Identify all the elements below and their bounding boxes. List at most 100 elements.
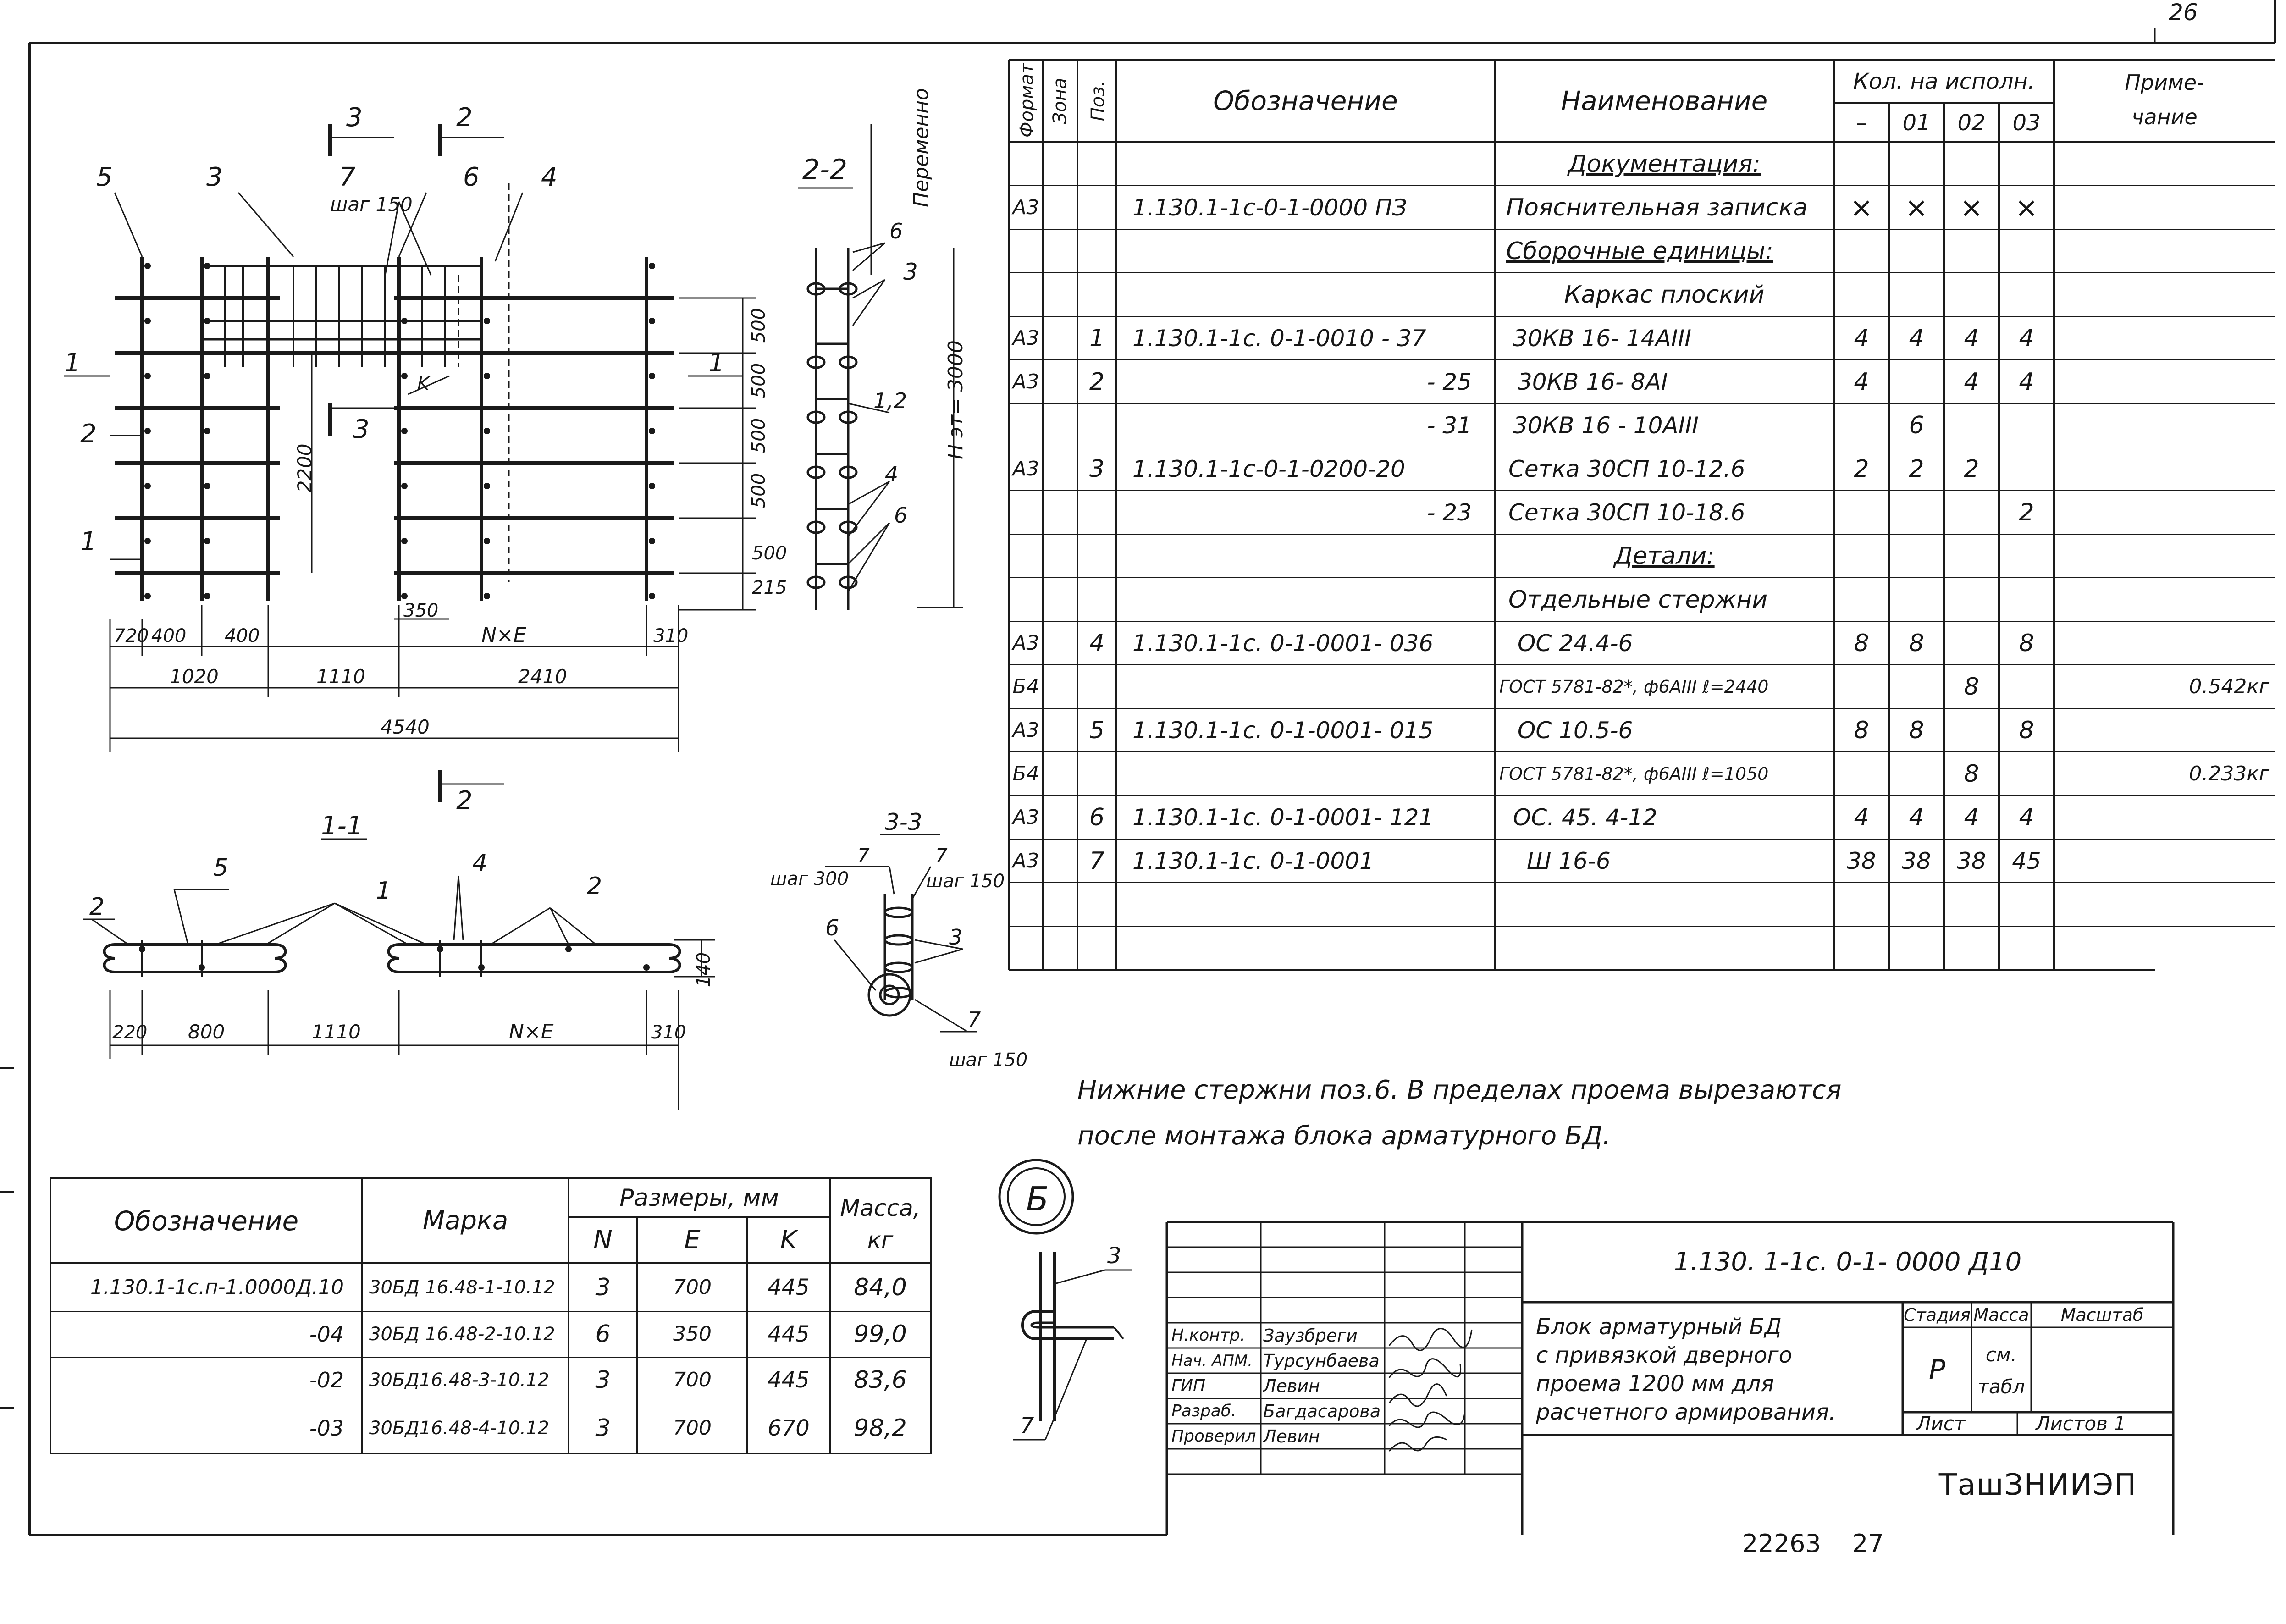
spec-row-q3: 2 [2019, 498, 2034, 526]
spec-row-name: ГОСТ 5781-82*, ф6АIII ℓ=1050 [1499, 763, 1769, 784]
spec-row-designation: 1.130.1-1с. 0-1-0010 - 37 [1132, 325, 1426, 352]
spec-row-name: 30КВ 16- 14АIII [1513, 325, 1691, 352]
spec-row-q0: 4 [1854, 368, 1869, 396]
pos-3-label: 3 [206, 162, 223, 192]
dim-400-a: 400 [151, 625, 186, 646]
sheet-label: Лист [1916, 1412, 1966, 1435]
spec-row-name: ОС 10.5-6 [1518, 717, 1633, 744]
document-code: 1.130. 1-1с. 0-1- 0000 Д10 [1673, 1247, 2022, 1277]
spec-row-q2: 4 [1964, 803, 1979, 831]
sizes-row-mark: 30БД16.48-4-10.12 [369, 1418, 549, 1439]
sizes-header-mark: Марка [422, 1205, 508, 1236]
sizes-row-n: 6 [595, 1320, 611, 1348]
spec-row-q1: × [1905, 191, 1928, 224]
mass-value-2: табл [1977, 1375, 2025, 1398]
title-role: ГИП [1171, 1376, 1206, 1395]
sizes-row-mass: 99,0 [854, 1320, 907, 1348]
sec33-step-300: шаг 300 [770, 868, 849, 889]
spec-row-name: Детали: [1614, 542, 1715, 570]
document-title-line-4: расчетного армирования. [1536, 1399, 1836, 1425]
spec-row-q2: 4 [1964, 324, 1979, 352]
sec33-pos-6: 6 [825, 915, 839, 941]
sec11-dim-800: 800 [188, 1021, 225, 1043]
step-150-label: шаг 150 [330, 193, 413, 215]
section-1-left-label: 1 [64, 348, 81, 378]
spec-row-q1: 4 [1909, 324, 1924, 352]
section-1-right-label: 1 [708, 348, 725, 378]
spec-row-q2: × [1960, 191, 1983, 224]
detail-b-pos-3: 3 [1107, 1243, 1121, 1269]
sizes-row-k: 445 [768, 1274, 810, 1300]
sec33-pos-7a: 7 [857, 844, 870, 867]
dim-350: 350 [403, 600, 438, 621]
spec-header-designation: Обозначение [1213, 85, 1398, 116]
spec-row-format: А3 [1012, 718, 1039, 742]
pos-1-left-label: 1 [80, 527, 97, 557]
spec-header-q0: – [1856, 110, 1867, 136]
sizes-row-designation: -02 [309, 1368, 344, 1392]
spec-row-q2: 8 [1964, 673, 1979, 701]
k-dimension-label: K [417, 373, 431, 394]
sec11-dim-220: 220 [112, 1022, 147, 1043]
spec-row-q3: 4 [2019, 368, 2034, 396]
document-title-line-1: Блок арматурный БД [1536, 1314, 1782, 1340]
spec-row-name: Ш 16-6 [1527, 847, 1611, 874]
spec-row-format: А3 [1012, 370, 1039, 393]
sizes-row-e: 700 [673, 1416, 712, 1440]
dim-4540: 4540 [381, 716, 430, 738]
sizes-header-designation: Обозначение [114, 1205, 299, 1237]
section-2-2-drawing: 2-2 6 3 1,2 4 6 [798, 124, 963, 610]
spec-row-q1: 8 [1909, 716, 1924, 744]
sec33-step-150b: шаг 150 [949, 1050, 1027, 1071]
spec-row-q3: 8 [2019, 629, 2034, 657]
section-3-3-title: 3-3 [885, 809, 922, 835]
sec33-pos-7b: 7 [935, 844, 948, 867]
spec-row-format: А3 [1012, 195, 1039, 219]
sec11-dim-310: 310 [651, 1022, 686, 1043]
spec-row-q3: 45 [2012, 847, 2041, 874]
sizes-table-grid [50, 1177, 932, 1454]
sizes-row-k: 670 [768, 1415, 810, 1441]
spec-row-designation: - 23 [1427, 499, 1472, 526]
spec-row-pos: 6 [1089, 803, 1105, 831]
dim-nxe: N×E [481, 624, 526, 647]
spec-row-q0: 2 [1854, 455, 1869, 483]
organization-name: ТашЗНИИЭП [1938, 1468, 2137, 1502]
pos-4-label: 4 [541, 162, 558, 192]
sizes-row-mass: 98,2 [854, 1414, 907, 1442]
spec-row-name: Сборочные единицы: [1506, 237, 1773, 265]
mass-label: Масса [1973, 1304, 2029, 1325]
sec11-dim-nxe: N×E [509, 1020, 554, 1044]
spec-row-q2: 38 [1957, 847, 1986, 874]
pos-7-label: 7 [339, 162, 356, 192]
sizes-row-mark: 30БД16.48-3-10.12 [369, 1370, 549, 1391]
spec-row-format: Б4 [1012, 762, 1039, 785]
title-person: Левин [1263, 1375, 1320, 1396]
spec-row-q0: 8 [1854, 629, 1869, 657]
spec-header-qty: Кол. на исполн. [1853, 68, 2035, 94]
title-role: Н.контр. [1171, 1326, 1246, 1345]
spec-row-designation: 1.130.1-1с-0-1-0200-20 [1132, 455, 1405, 482]
note-line-2: после монтажа блока арматурного БД. [1077, 1121, 1611, 1151]
sec11-pos-1: 1 [376, 877, 391, 905]
sizes-row-e: 350 [673, 1322, 712, 1346]
spec-table-grid [1008, 59, 2275, 971]
spec-row-q0: 4 [1854, 324, 1869, 352]
sizes-header-n: N [593, 1225, 613, 1255]
spec-row-pos: 5 [1089, 716, 1105, 744]
spec-header-note-1: Приме- [2125, 70, 2204, 95]
elevation-drawing: 5 3 7 6 4 шаг 150 3 2 1 1 3 K 2 1 500 21… [64, 103, 787, 816]
spec-row-name: Сетка 30СП 10-18.6 [1508, 499, 1745, 526]
sizes-header-k: K [780, 1225, 797, 1255]
spec-row-pos: 2 [1089, 368, 1105, 396]
sec22-pos-3: 3 [903, 259, 918, 285]
sizes-row-mass: 84,0 [854, 1273, 907, 1301]
sizes-row-n: 3 [595, 1273, 611, 1301]
section-3-3-drawing: 3-3 7 7 шаг 300 шаг 150 6 3 7 шаг 150 [770, 809, 1027, 1071]
spec-row-name: ОС 24.4-6 [1518, 630, 1633, 657]
sizes-row-e: 700 [673, 1275, 712, 1299]
spec-row-q3: × [2015, 191, 2038, 224]
spec-row-pos: 7 [1089, 847, 1105, 875]
